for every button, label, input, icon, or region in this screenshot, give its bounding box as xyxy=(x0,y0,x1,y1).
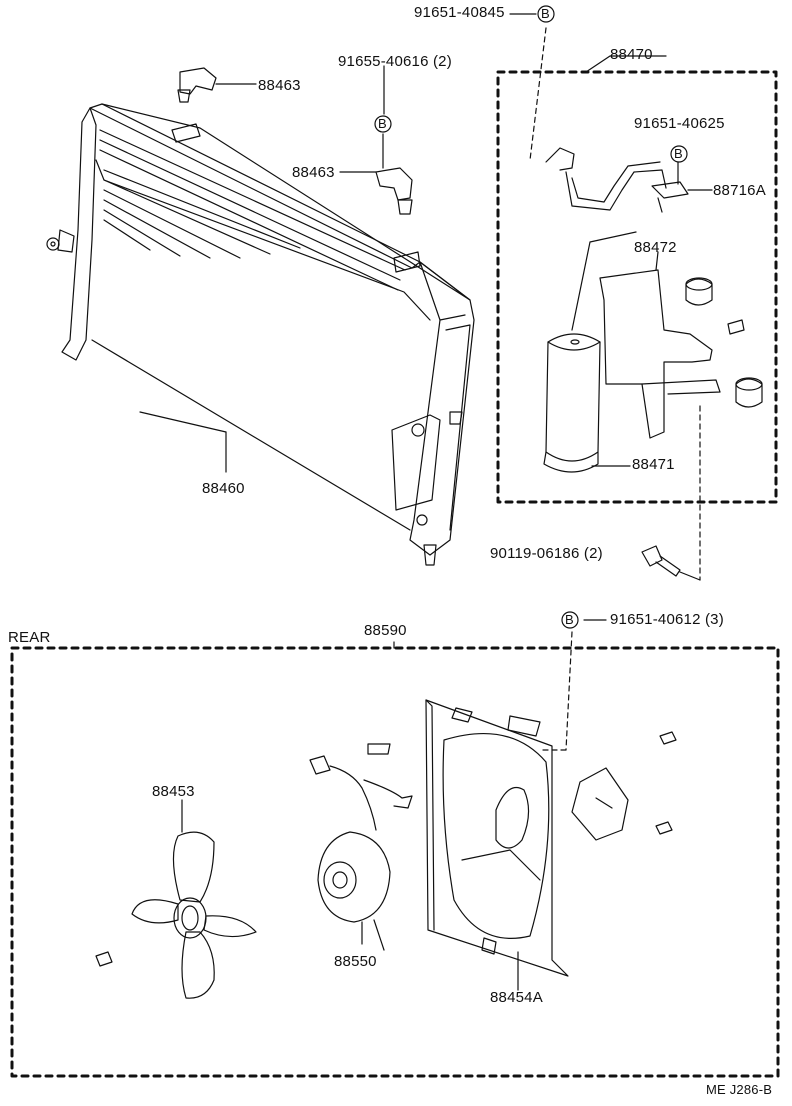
label-91651-40612: 91651-40612 (3) xyxy=(610,611,724,628)
b-marker-circle-3 xyxy=(670,145,688,163)
label-91651-40625: 91651-40625 xyxy=(634,115,725,132)
receiver-assembly-box-88470 xyxy=(496,27,778,581)
label-88590: 88590 xyxy=(364,622,407,639)
label-88472: 88472 xyxy=(634,239,677,256)
label-88454A: 88454A xyxy=(490,989,543,1006)
label-88453: 88453 xyxy=(152,783,195,800)
fan-motor-88550 xyxy=(309,743,413,951)
label-rear: REAR xyxy=(8,629,51,646)
diagram-code: ME J286-B xyxy=(706,1082,773,1097)
condenser-88460 xyxy=(46,103,475,566)
b-marker-circle-1 xyxy=(537,5,555,23)
label-88463-upper: 88463 xyxy=(258,77,301,94)
b-marker-circle-4 xyxy=(561,611,579,629)
fan-blade-88453 xyxy=(95,799,257,999)
label-88460: 88460 xyxy=(202,480,245,497)
label-90119-06186: 90119-06186 (2) xyxy=(490,545,603,562)
b-marker-3: B xyxy=(674,146,683,161)
label-88463-lower: 88463 xyxy=(292,164,335,181)
b-markers xyxy=(374,5,688,629)
b-marker-2: B xyxy=(378,116,387,131)
b-marker-1: B xyxy=(541,6,550,21)
label-91655-40616: 91655-40616 (2) xyxy=(338,53,452,70)
label-88471: 88471 xyxy=(632,456,675,473)
bracket-88463-upper xyxy=(177,67,257,103)
label-91651-40845: 91651-40845 xyxy=(414,4,505,21)
label-88470: 88470 xyxy=(610,46,653,63)
b-marker-4: B xyxy=(565,612,574,627)
bolt-90119-06186 xyxy=(641,545,701,581)
b-marker-circle-2 xyxy=(374,115,392,133)
label-88550: 88550 xyxy=(334,953,377,970)
fan-shroud-88454A xyxy=(425,699,677,991)
marker-leaders xyxy=(383,13,607,621)
bracket-88463-lower xyxy=(339,133,413,215)
fan-assembly-box-88590 xyxy=(10,631,780,1078)
label-88716A: 88716A xyxy=(713,182,766,199)
